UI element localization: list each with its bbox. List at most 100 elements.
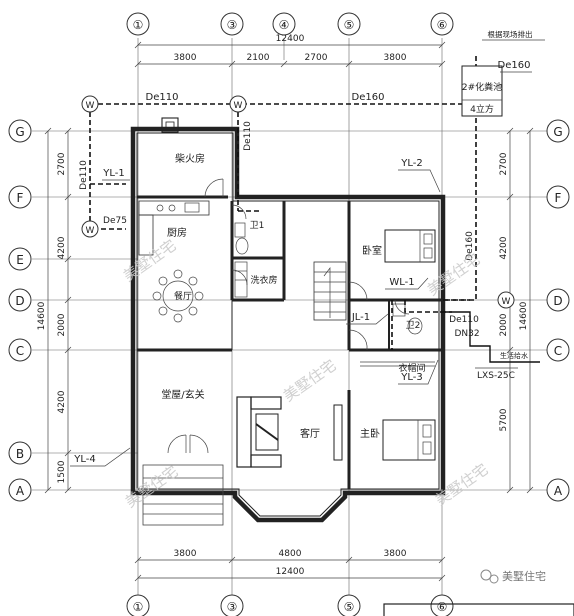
left-row-bubble-e: E <box>8 247 32 271</box>
svg-text:①: ① <box>133 600 144 614</box>
pipe-label-lxs: LXS-25C <box>477 371 515 381</box>
svg-text:⑤: ⑤ <box>344 18 355 32</box>
left-row-bubble-a: A <box>8 478 32 502</box>
wechat-icon <box>480 569 499 584</box>
w-marker-top-mid: W <box>229 95 247 113</box>
riser-label-yl1: YL-1 <box>102 168 124 179</box>
pipe-label-de75: De75 <box>103 216 127 226</box>
svg-text:C: C <box>554 344 562 358</box>
svg-text:D: D <box>15 294 24 308</box>
room-closet: 衣帽间 <box>398 362 425 374</box>
dim-bottom-seg-2: 4800 <box>279 549 302 559</box>
room-living: 客厅 <box>300 427 320 440</box>
bottom-dimension-chain <box>134 556 446 582</box>
bottom-axis-bubble-6: ⑥ <box>430 594 454 616</box>
svg-text:W: W <box>502 297 511 307</box>
w-marker-left: W <box>81 220 99 238</box>
dim-left-seg-5: 1500 <box>57 460 67 483</box>
dim-left-total: 14600 <box>37 301 47 330</box>
pipe-label-de110-left: De110 <box>79 160 89 190</box>
top-dimension-chain <box>134 41 446 68</box>
dim-right-seg-1: 2700 <box>499 152 509 175</box>
room-hall: 堂屋/玄关 <box>161 388 204 401</box>
pipe-label-de110-right: De110 <box>449 315 479 325</box>
dim-right-seg-3: 2000 <box>499 313 509 336</box>
riser-label-jl1: JL-1 <box>351 312 370 323</box>
room-toilet-2: 卫2 <box>406 321 421 331</box>
svg-text:B: B <box>16 447 24 461</box>
left-dimension-chain <box>44 127 72 494</box>
svg-text:⑥: ⑥ <box>437 600 448 614</box>
svg-text:W: W <box>234 101 243 111</box>
w-marker-right: W <box>497 291 515 309</box>
top-axis-bubble-6: ⑥ <box>430 12 454 36</box>
septic-note: 根据现场排出 <box>488 29 533 39</box>
pipe-label-de160-top: De160 <box>352 92 385 103</box>
dim-top-seg-1: 3800 <box>174 53 197 63</box>
dim-top-total: 12400 <box>276 34 305 44</box>
water-supply-line <box>440 311 540 363</box>
svg-text:③: ③ <box>227 18 238 32</box>
dim-left-seg-3: 2000 <box>57 313 67 336</box>
svg-text:W: W <box>86 101 95 111</box>
room-dining: 餐厅 <box>174 290 192 302</box>
svg-text:A: A <box>16 484 25 498</box>
dim-top-seg-2: 2100 <box>247 53 270 63</box>
bottom-axis-bubble-3: ③ <box>220 594 244 616</box>
svg-text:D: D <box>553 294 562 308</box>
w-marker-top-left: W <box>81 95 99 113</box>
left-row-bubble-c: C <box>8 338 32 362</box>
dim-bottom-seg-1: 3800 <box>174 549 197 559</box>
pipe-label-de110-top: De110 <box>146 92 179 103</box>
right-row-bubble-a: A <box>546 478 570 502</box>
riser-label-wl1: WL-1 <box>389 277 414 288</box>
septic-tank <box>461 65 503 117</box>
left-row-bubble-b: B <box>8 441 32 465</box>
room-toilet-1: 卫1 <box>250 221 265 231</box>
dim-right-total: 14600 <box>519 301 529 330</box>
pipe-label-dn32: DN32 <box>454 329 479 339</box>
dim-bottom-total: 12400 <box>276 567 305 577</box>
title-block-edge <box>383 603 574 616</box>
dim-right-seg-2: 4200 <box>499 236 509 259</box>
top-axis-bubble-3: ③ <box>220 12 244 36</box>
dim-top-seg-4: 3800 <box>384 53 407 63</box>
right-row-bubble-d: D <box>546 288 570 312</box>
riser-label-yl4: YL-4 <box>73 454 95 465</box>
svg-text:E: E <box>16 253 24 267</box>
top-axis-bubble-5: ⑤ <box>337 12 361 36</box>
left-row-bubble-g: G <box>8 119 32 143</box>
septic-volume: 4立方 <box>470 103 494 115</box>
svg-text:④: ④ <box>279 18 290 32</box>
dim-left-seg-4: 4200 <box>57 390 67 413</box>
pipe-label-water-supply: 生活给水 <box>500 351 528 360</box>
right-dimension-chain <box>506 127 534 494</box>
room-bedroom: 卧室 <box>362 244 382 257</box>
bottom-axis-bubble-1: ① <box>126 594 150 616</box>
svg-text:G: G <box>553 125 562 139</box>
watermark-2: 美墅住宅 <box>280 356 339 405</box>
pipe-label-de110-vertical: De110 <box>243 121 253 151</box>
building-walls <box>130 117 446 526</box>
footer-brand: 美墅住宅 <box>502 569 546 583</box>
room-master: 主卧 <box>360 427 380 440</box>
svg-text:⑥: ⑥ <box>437 18 448 32</box>
right-row-bubble-c: C <box>546 338 570 362</box>
svg-text:③: ③ <box>227 600 238 614</box>
pipe-label-de160-right: De160 <box>465 231 475 261</box>
watermark-1: 美墅住宅 <box>120 236 179 285</box>
dim-left-seg-2: 4200 <box>57 236 67 259</box>
svg-text:⑤: ⑤ <box>344 600 355 614</box>
dim-bottom-seg-3: 3800 <box>384 549 407 559</box>
left-row-bubble-d: D <box>8 288 32 312</box>
svg-text:G: G <box>15 125 24 139</box>
top-axis-bubble-1: ① <box>126 12 150 36</box>
left-row-bubble-f: F <box>8 185 32 209</box>
svg-text:A: A <box>554 484 563 498</box>
dim-left-seg-1: 2700 <box>57 152 67 175</box>
svg-text:F: F <box>17 191 24 205</box>
svg-text:C: C <box>16 344 24 358</box>
watermark-3: 美墅住宅 <box>424 250 483 299</box>
svg-text:F: F <box>555 191 562 205</box>
